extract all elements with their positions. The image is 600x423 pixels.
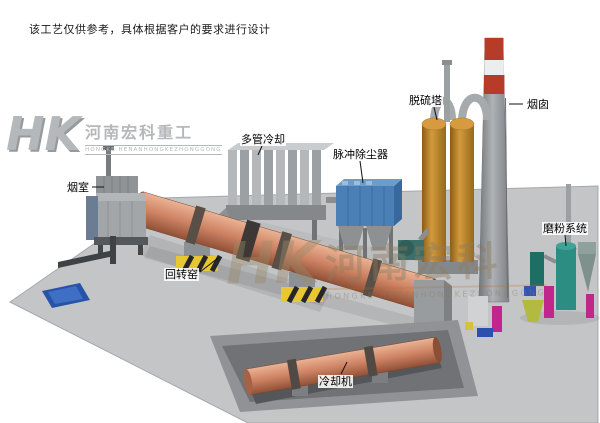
duct-arc-1 <box>430 96 456 123</box>
collector-side <box>394 179 402 226</box>
grinding-riser <box>566 184 571 246</box>
cyclone-top <box>578 242 596 254</box>
cooler-tyre-2 <box>363 345 378 377</box>
chimney <box>478 37 510 303</box>
label-pulse-dust-collector: 脉冲除尘器 <box>332 148 389 161</box>
cooler-frame <box>226 205 326 220</box>
hazard-stripes <box>286 285 328 304</box>
collector-leg <box>339 226 343 264</box>
kiln-tyre-3 <box>362 258 383 298</box>
riser-pipe <box>444 64 450 122</box>
white-cabinet <box>468 296 488 326</box>
leader-tower <box>433 106 438 121</box>
chamber-base <box>94 237 148 245</box>
grinding-duct-1 <box>543 254 557 264</box>
grinding-system <box>520 184 600 325</box>
label-desulfurization-tower: 脱硫塔 <box>408 94 443 107</box>
magenta-column <box>492 306 502 332</box>
pulse-dust-collector <box>336 179 402 264</box>
flue-ducts <box>430 60 491 123</box>
label-cooling-machine: 冷却机 <box>318 375 353 388</box>
collector-body <box>336 186 394 226</box>
fan-duct <box>418 228 430 242</box>
label-rotary-kiln: 回转窑 <box>164 268 199 281</box>
duct-arc-2 <box>458 93 491 123</box>
chamber-panel <box>86 196 98 240</box>
label-multi-tube-cooler: 多管冷却 <box>240 133 286 146</box>
smoke-chamber <box>58 146 148 268</box>
stack-cap <box>103 146 114 150</box>
frame-post <box>110 236 116 264</box>
riser-pipe-cap <box>442 60 452 65</box>
chamber-top <box>96 193 146 201</box>
collector-hopper-1 <box>338 226 364 250</box>
tower-1 <box>422 124 446 262</box>
blue-base-unit <box>477 328 493 337</box>
desulfurization-towers <box>418 117 478 274</box>
yellow-hopper <box>522 300 544 322</box>
collector-hopper-2 <box>366 226 392 250</box>
feed-frame <box>58 250 114 268</box>
packing-area <box>465 296 502 337</box>
cooler-tyre-1 <box>286 358 301 390</box>
grinding-aux-box <box>530 252 544 286</box>
leader-grinding <box>564 233 567 247</box>
yellow-box <box>465 322 473 330</box>
magenta-pipe-1 <box>544 286 554 318</box>
mill-body <box>556 246 576 310</box>
leader-dust-collector <box>359 160 364 184</box>
hk-logo-mark: HK <box>6 107 81 161</box>
logo-watermark-left: HK 河南宏科重工 HONGKE HENANHONGKEZHONGGONG <box>6 107 222 161</box>
id-fan <box>398 228 430 260</box>
cooler-leg <box>312 220 317 240</box>
kiln-tyre-2 <box>271 231 292 271</box>
company-name-en: HONGKE HENANHONGKEZHONGGONG <box>85 145 222 155</box>
chimney-ladder <box>505 97 508 299</box>
tower-2-dome <box>449 117 475 131</box>
water-pond <box>42 283 90 308</box>
pond-water <box>48 286 83 304</box>
label-smoke-chamber: 烟室 <box>66 181 90 194</box>
disclaimer-text: 该工艺仅供参考，具体根据客户的要求进行设计 <box>29 23 271 36</box>
bag-filter <box>96 176 138 193</box>
blue-unit <box>524 286 536 296</box>
leader-lines <box>92 103 567 375</box>
stack-pipe <box>106 148 111 178</box>
fan-inlet <box>398 240 414 256</box>
company-name-cn: 河南宏科重工 <box>85 123 194 142</box>
tower-2 <box>450 124 474 262</box>
collector-leg <box>389 226 393 264</box>
hood-side <box>444 280 452 324</box>
kiln-girth-gear <box>235 219 261 263</box>
collector-leg <box>363 228 367 262</box>
kiln-tyre-1 <box>185 205 206 245</box>
support-pier <box>184 242 210 258</box>
cyclone-cone <box>578 254 596 292</box>
chimney-band-red-lower <box>484 75 505 94</box>
label-chimney: 烟囱 <box>526 98 550 111</box>
chimney-band-white <box>484 60 504 75</box>
hood-body <box>414 280 444 324</box>
tower-base-frame <box>418 260 478 274</box>
label-grinding-system: 磨粉系统 <box>542 222 588 235</box>
chimney-band-red-top <box>484 38 504 60</box>
leader-kiln <box>199 257 219 273</box>
magenta-pipe-2 <box>586 294 594 318</box>
leader-multi-tube <box>257 145 263 156</box>
tower-1-dome <box>421 117 447 131</box>
collector-panels <box>347 186 385 226</box>
leader-cooling <box>340 361 348 375</box>
kiln-support-station-1 <box>176 242 223 273</box>
